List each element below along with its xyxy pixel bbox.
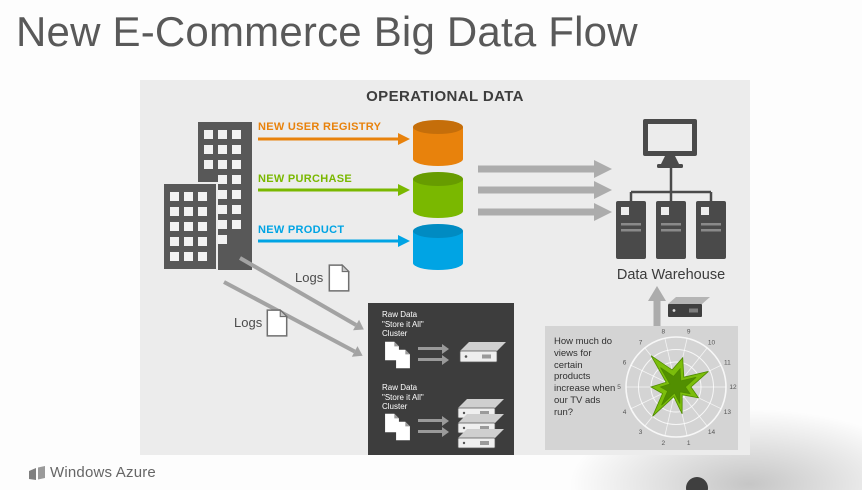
cluster-document-icon-1b (396, 349, 410, 369)
data-warehouse-label: Data Warehouse (616, 267, 726, 283)
svg-text:5: 5 (617, 384, 621, 391)
cluster-1-line-2: "Store it All" (382, 319, 424, 329)
stream-label-new-user-registry: NEW USER REGISTRY (258, 121, 382, 133)
stream-arrow-new-product (258, 235, 410, 247)
flow-arrow-to-warehouse-3 (478, 203, 612, 221)
svg-text:4: 4 (623, 409, 627, 416)
svg-text:10: 10 (708, 340, 716, 347)
svg-text:2: 2 (661, 440, 665, 447)
raw-data-cluster-box: Raw Data "Store it All" Cluster Raw Data… (368, 303, 514, 455)
database-cylinder-icon-product (413, 224, 463, 270)
cluster-document-icon-2b (396, 421, 410, 441)
cluster-1-line-3: Cluster (382, 329, 408, 338)
buildings-icon (163, 122, 252, 271)
cluster-2-line-1: Raw Data (382, 383, 418, 392)
insight-question: How much do views for certain products i… (554, 336, 616, 418)
cluster-document-icon-1a (385, 341, 399, 361)
brand-text: Windows Azure (50, 464, 156, 481)
logs-label-bottom: Logs (234, 315, 263, 330)
panel-heading: OPERATIONAL DATA (366, 88, 524, 105)
cluster-server-icon (459, 342, 506, 363)
cluster-2-line-2: "Store it All" (382, 392, 424, 402)
svg-text:1: 1 (687, 440, 691, 447)
logs-label-top: Logs (295, 270, 324, 285)
svg-text:7: 7 (639, 340, 643, 347)
stream-label-new-product: NEW PRODUCT (258, 224, 345, 236)
svg-text:13: 13 (724, 409, 732, 416)
cluster-title-2: Raw Data "Store it All" Cluster (382, 383, 424, 412)
monitor-icon (643, 119, 697, 168)
insight-box: How much do views for certain products i… (545, 326, 738, 450)
flow-arrow-to-warehouse-1 (478, 160, 612, 178)
insight-to-warehouse-arrow (648, 286, 666, 332)
svg-text:11: 11 (724, 360, 731, 367)
warehouse-connector-lines (629, 168, 713, 202)
svg-text:9: 9 (687, 329, 691, 336)
cluster-arrow-2a (418, 415, 449, 426)
cluster-server-stack-icon (457, 399, 504, 449)
cluster-1-line-1: Raw Data (382, 310, 418, 319)
storage-device-icon (668, 297, 710, 317)
stream-label-new-purchase: NEW PURCHASE (258, 173, 353, 185)
cluster-title-1: Raw Data "Store it All" Cluster (382, 310, 424, 339)
cluster-arrow-1a (418, 343, 449, 354)
server-towers-icon (616, 201, 726, 259)
cluster-document-icon-2a (385, 413, 399, 433)
windows-azure-logo-icon (29, 466, 45, 480)
flow-arrow-to-warehouse-2 (478, 181, 612, 199)
cluster-arrow-2b (418, 426, 449, 437)
svg-text:12: 12 (729, 384, 737, 391)
corner-dot (686, 477, 708, 490)
svg-text:3: 3 (639, 429, 643, 436)
svg-text:14: 14 (708, 429, 716, 436)
database-cylinder-icon-purchase (413, 172, 463, 218)
database-cylinder-icon-registry (413, 120, 463, 166)
operational-data-panel: OPERATIONAL DATA (140, 80, 750, 455)
stream-arrow-new-user-registry (258, 133, 410, 145)
document-icon-2 (266, 309, 288, 337)
cluster-2-line-3: Cluster (382, 402, 408, 411)
document-icon-1 (328, 264, 350, 292)
cluster-arrow-1b (418, 354, 449, 365)
svg-text:6: 6 (623, 360, 627, 367)
stream-arrow-new-purchase (258, 184, 410, 196)
svg-text:8: 8 (661, 329, 665, 336)
page-title: New E-Commerce Big Data Flow (16, 8, 638, 55)
